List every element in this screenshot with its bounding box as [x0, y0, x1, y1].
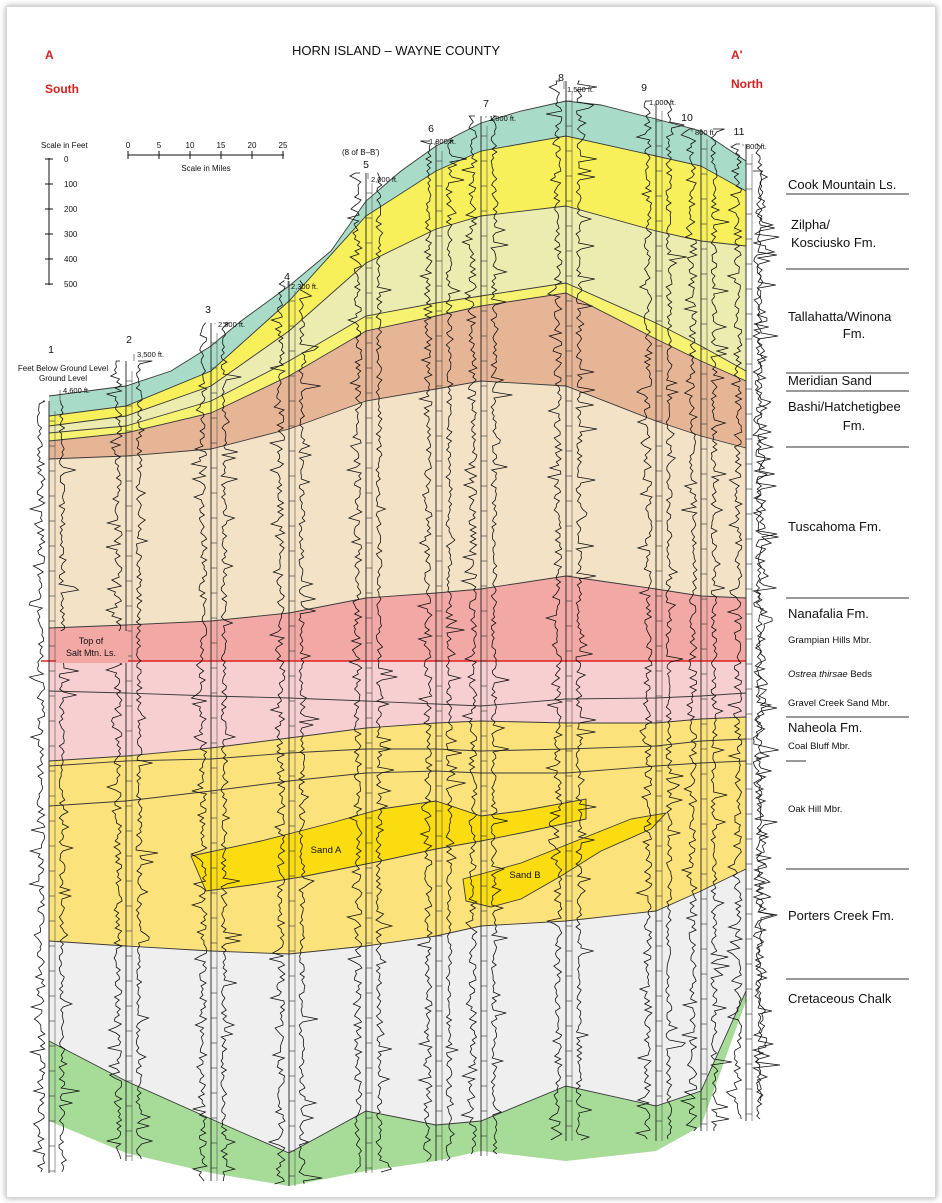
- figure-title: HORN ISLAND – WAYNE COUNTY: [292, 43, 500, 58]
- well-depth-note-line2: Ground Level: [39, 374, 87, 383]
- legend-bashi: Bashi/Hatchetigbee: [788, 399, 901, 414]
- well-depth-note: Feet Below Ground Level: [18, 364, 108, 373]
- layer-group: [49, 101, 746, 1186]
- well-number-label: 7: [483, 98, 489, 110]
- figure-frame: HORN ISLAND – WAYNE COUNTY A South A' No…: [6, 6, 936, 1198]
- vertical-scale-tick-label: 100: [64, 180, 78, 189]
- salt-top-label-line2: Salt Mtn. Ls.: [66, 648, 116, 658]
- horizontal-scale-tick-label: 20: [248, 141, 257, 150]
- legend-coal-bluff: Coal Bluff Mbr.: [788, 741, 850, 752]
- legend-tallahatta-line2: Fm.: [843, 326, 865, 341]
- well-depth-label: 2,800 ft.: [218, 320, 245, 329]
- legend-bashi-line2: Fm.: [843, 418, 865, 433]
- edge-log-curve: [753, 171, 780, 1101]
- vertical-scale-tick-label: 200: [64, 205, 78, 214]
- salt-top-label: Top of: [79, 636, 104, 646]
- well-depth-label: 3,500 ft.: [137, 350, 164, 359]
- unit-legend: Cook Mountain Ls. Zilpha/ Kosciusko Fm. …: [788, 177, 901, 1006]
- legend-ostrea-italic: Ostrea thirsae: [788, 669, 848, 680]
- well-number-label: 1: [48, 344, 54, 356]
- well-number-label: 4: [284, 271, 290, 283]
- vertical-scale: 0 100 200 300 400 500: [45, 155, 78, 289]
- horizontal-scale-tick-label: 5: [157, 141, 162, 150]
- vertical-scale-tick-label: 400: [64, 255, 78, 264]
- well-depth-label: 1,800 ft.: [429, 137, 456, 146]
- endpoint-left-label: A: [45, 48, 54, 62]
- well-number-label: 8: [558, 72, 564, 84]
- legend-ostrea: Ostrea thirsae Beds: [788, 669, 872, 680]
- legend-gravel-creek: Gravel Creek Sand Mbr.: [788, 698, 890, 709]
- legend-porters-creek: Porters Creek Fm.: [788, 908, 894, 923]
- well-depth-label: 2,000 ft.: [371, 175, 398, 184]
- well-number-label: 5: [363, 159, 369, 171]
- endpoint-right-label: A': [731, 48, 743, 62]
- endpoint-left-direction: South: [45, 82, 79, 96]
- endpoint-right-direction: North: [731, 77, 763, 91]
- well-number-label: 11: [734, 126, 745, 138]
- vertical-scale-tick-label: 500: [64, 280, 78, 289]
- legend-nanafalia: Nanafalia Fm.: [788, 606, 869, 621]
- legend-oak-hill: Oak Hill Mbr.: [788, 804, 842, 815]
- well-number-label: 6: [428, 123, 434, 135]
- salt-top-annotation: Top of Salt Mtn. Ls.: [56, 631, 128, 663]
- cross-reference-note: (8 of B–B'): [342, 148, 380, 157]
- legend-zilpha-line2: Kosciusko Fm.: [791, 235, 876, 250]
- horizontal-scale-tick-label: 15: [217, 141, 226, 150]
- well-number-label: 2: [126, 334, 132, 346]
- legend-cook-mountain: Cook Mountain Ls.: [788, 177, 896, 192]
- vertical-scale-tick-label: 300: [64, 230, 78, 239]
- legend-ostrea-beds: Beds: [850, 669, 872, 680]
- well-depth-label: 1,500 ft.: [567, 85, 594, 94]
- well-depth-label: 1,800 ft.: [489, 114, 516, 123]
- legend-tuscahoma: Tuscahoma Fm.: [788, 519, 881, 534]
- legend-meridian-sand: Meridian Sand: [788, 373, 872, 388]
- legend-zilpha: Zilpha/: [791, 217, 830, 232]
- sp-log-curve: [29, 401, 45, 1172]
- legend-cretaceous-chalk: Cretaceous Chalk: [788, 991, 892, 1006]
- legend-tallahatta: Tallahatta/Winona: [788, 309, 892, 324]
- edge-log: [753, 171, 780, 1101]
- legend-naheola: Naheola Fm.: [788, 720, 862, 735]
- horizontal-scale-tick-label: 0: [126, 141, 131, 150]
- well-depth-label: 800 ft.: [746, 142, 767, 151]
- vertical-scale-title: Scale in Feet: [41, 141, 88, 150]
- well-depth-label: 4,600 ft.: [63, 386, 90, 395]
- vertical-scale-tick-label: 0: [64, 155, 69, 164]
- well-number-label: 10: [681, 112, 693, 124]
- horizontal-scale-tick-label: 10: [186, 141, 195, 150]
- legend-grampian-hills: Grampian Hills Mbr.: [788, 635, 871, 646]
- well-depth-label: 2,300 ft.: [291, 282, 318, 291]
- horizontal-scale-title: Scale in Miles: [181, 164, 230, 173]
- horizontal-scale-tick-label: 25: [279, 141, 288, 150]
- cross-section-diagram: HORN ISLAND – WAYNE COUNTY A South A' No…: [7, 7, 935, 1197]
- well-depth-label: 800 ft.: [695, 128, 716, 137]
- well-number-label: 9: [641, 82, 647, 94]
- horizontal-scale: 0 5 10 15 20 25: [126, 141, 288, 159]
- well-number-label: 3: [205, 304, 211, 316]
- well-depth-label: 1,000 ft.: [649, 98, 676, 107]
- sand-a-label: Sand A: [311, 845, 342, 856]
- sand-b-label: Sand B: [509, 870, 540, 881]
